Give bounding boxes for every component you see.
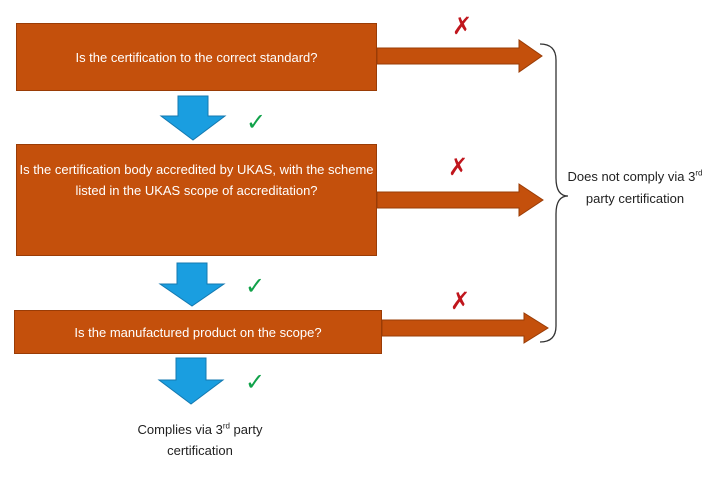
question-text-ukas: Is the certification body accredited by … <box>19 162 374 198</box>
question-box-standard: Is the certification to the correct stan… <box>16 23 377 91</box>
question-box-scope: Is the manufactured product on the scope… <box>14 310 382 354</box>
down-arrow-2 <box>158 262 226 307</box>
right-brace <box>539 43 569 343</box>
cross-mark-3: ✗ <box>450 287 471 315</box>
question-box-ukas: Is the certification body accredited by … <box>16 144 377 256</box>
down-arrow-3 <box>157 357 225 405</box>
check-mark-3: ✓ <box>245 368 266 396</box>
down-arrow-1 <box>159 95 227 141</box>
cross-mark-1: ✗ <box>452 12 473 40</box>
cross-mark-2: ✗ <box>448 153 469 181</box>
question-text-scope: Is the manufactured product on the scope… <box>74 324 322 340</box>
right-arrow-2 <box>376 183 544 217</box>
does-not-comply-label: Does not comply via 3rd party certificat… <box>567 168 703 206</box>
right-arrow-3 <box>381 312 549 344</box>
right-arrow-1 <box>376 39 543 73</box>
check-mark-1: ✓ <box>246 108 267 136</box>
complies-label: Complies via 3rd party certification <box>137 421 263 458</box>
question-text-standard: Is the certification to the correct stan… <box>75 49 318 65</box>
check-mark-2: ✓ <box>245 272 266 300</box>
